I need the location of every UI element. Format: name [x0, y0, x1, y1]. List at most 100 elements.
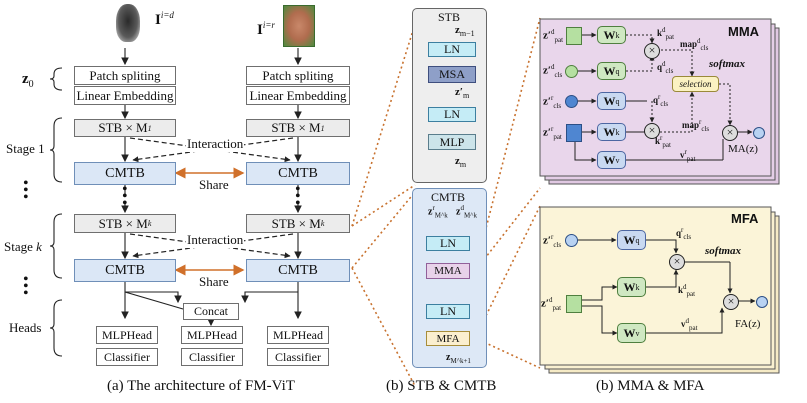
ellipsis-dots-1: •••: [23, 175, 29, 206]
mma-k-r-pat: krpat: [655, 134, 671, 149]
mfa-blue-circle-token: [565, 234, 578, 247]
mfa-q-r-cls: qrcls: [676, 226, 692, 241]
stb-panel-title: STB: [438, 10, 461, 24]
ellipsis-dots-left: •••: [122, 181, 128, 212]
mma-softmax-label: softmax: [709, 58, 746, 70]
stb-msa: MSA: [428, 66, 476, 83]
mlphead-right: MLPHead: [267, 326, 329, 344]
depth-image-label: Ii=d: [155, 10, 174, 28]
z0-label: z0: [22, 71, 34, 90]
stagek-label: Stage k: [4, 239, 42, 254]
cmtb-z-out: zM^k+1: [446, 352, 471, 365]
cmtb-panel-title: CMTB: [431, 190, 466, 204]
stb-mlp: MLP: [428, 134, 476, 150]
cmtb-stagek-right: CMTB: [246, 259, 350, 282]
mma-selection-box: selection: [672, 76, 719, 92]
mfa-green-square-token: [566, 295, 582, 313]
cmtb-ln-1: LN: [426, 236, 470, 251]
mma-multiply-icon-out: ×: [722, 125, 738, 141]
mfa-softmax-label: softmax: [705, 245, 742, 257]
rgb-face-image: [283, 5, 315, 47]
mma-output-token: [753, 127, 765, 139]
mma-multiply-icon-depth: ×: [644, 43, 660, 59]
interaction-label-k: Interaction: [186, 232, 245, 248]
linear-embedding-right: Linear Embedding: [246, 86, 350, 105]
concat-box: Concat: [183, 303, 239, 320]
mlphead-left: MLPHead: [96, 326, 158, 344]
mma-blue-square-token: [566, 124, 582, 142]
mma-green-circle-token: [565, 65, 578, 78]
mma-z-r-cls: z′rcls: [543, 94, 562, 110]
mma-multiply-icon-rgb: ×: [644, 123, 660, 139]
mlphead-mid: MLPHead: [181, 326, 243, 344]
mfa-z-r-cls: z′rcls: [543, 233, 562, 249]
classifier-right: Classifier: [267, 348, 329, 366]
mfa-multiply-icon-2: ×: [723, 294, 739, 310]
rgb-image-label: Ii=r: [257, 20, 275, 38]
mfa-z-d-pat: z′dpat: [541, 296, 562, 312]
classifier-left: Classifier: [96, 348, 158, 366]
ellipsis-dots-right: •••: [295, 181, 301, 212]
cmtb-z-d: zdM^k: [456, 204, 477, 220]
mma-q-d-cls: qdcls: [657, 60, 674, 75]
caption-a: (a) The architecture of FM-ViT: [107, 378, 295, 394]
cmtb-mfa: MFA: [426, 331, 470, 346]
mma-green-square-token: [566, 27, 582, 45]
stb-z-out: zm: [455, 155, 467, 170]
linear-embedding-left: Linear Embedding: [74, 86, 176, 105]
stb-ln-2: LN: [428, 107, 476, 122]
patch-split-right: Patch spliting: [246, 66, 350, 85]
caption-b-stb: (b) STB & CMTB: [386, 378, 497, 394]
stb-detail-panel: [412, 8, 487, 183]
mma-z-d-cls: z′dcls: [543, 63, 563, 79]
caption-b-mma: (b) MMA & MFA: [596, 378, 705, 394]
mfa-k-d-pat: kdpat: [678, 283, 696, 298]
mfa-output-token: [756, 296, 768, 308]
classifier-mid: Classifier: [181, 348, 243, 366]
mma-map-d: mapdcls: [680, 37, 709, 52]
stage1-label: Stage 1: [6, 141, 45, 156]
heads-label: Heads: [9, 320, 42, 335]
share-label-1: Share: [199, 177, 229, 192]
cmtb-stage1-left: CMTB: [74, 162, 176, 185]
cmtb-mma: MMA: [426, 263, 470, 279]
mfa-panel-title: MFA: [731, 211, 759, 226]
interaction-label-1: Interaction: [186, 136, 245, 152]
mma-k-d-pat: kdpat: [657, 26, 675, 41]
patch-split-left: Patch spliting: [74, 66, 176, 85]
mma-blue-circle-token: [565, 95, 578, 108]
mma-q-r-cls: qrcls: [653, 93, 669, 108]
mma-z-d-pat: z′dpat: [543, 28, 564, 44]
mfa-output-label: FA(z): [735, 318, 761, 330]
cmtb-z-r: zrM^k: [428, 204, 448, 220]
share-label-k: Share: [199, 274, 229, 289]
stb-z-in: zm−1: [455, 24, 475, 39]
cmtb-ln-2: LN: [426, 304, 470, 319]
cmtb-stage1-right: CMTB: [246, 162, 350, 185]
depth-face-image: [116, 4, 140, 42]
stb-z-mid: z′m: [455, 86, 470, 101]
cmtb-stagek-left: CMTB: [74, 259, 176, 282]
mma-map-r: maprcls: [682, 118, 710, 133]
mma-z-r-pat: z′rpat: [543, 125, 562, 141]
mfa-multiply-icon-1: ×: [669, 254, 685, 270]
stb-ln-1: LN: [428, 42, 476, 57]
mfa-v-d-pat: vdpat: [681, 317, 698, 332]
ellipsis-dots-2: •••: [23, 271, 29, 302]
mma-output-label: MA(z): [728, 143, 758, 155]
mma-panel-title: MMA: [728, 24, 760, 39]
mma-v-r-pat: vrpat: [680, 148, 696, 163]
